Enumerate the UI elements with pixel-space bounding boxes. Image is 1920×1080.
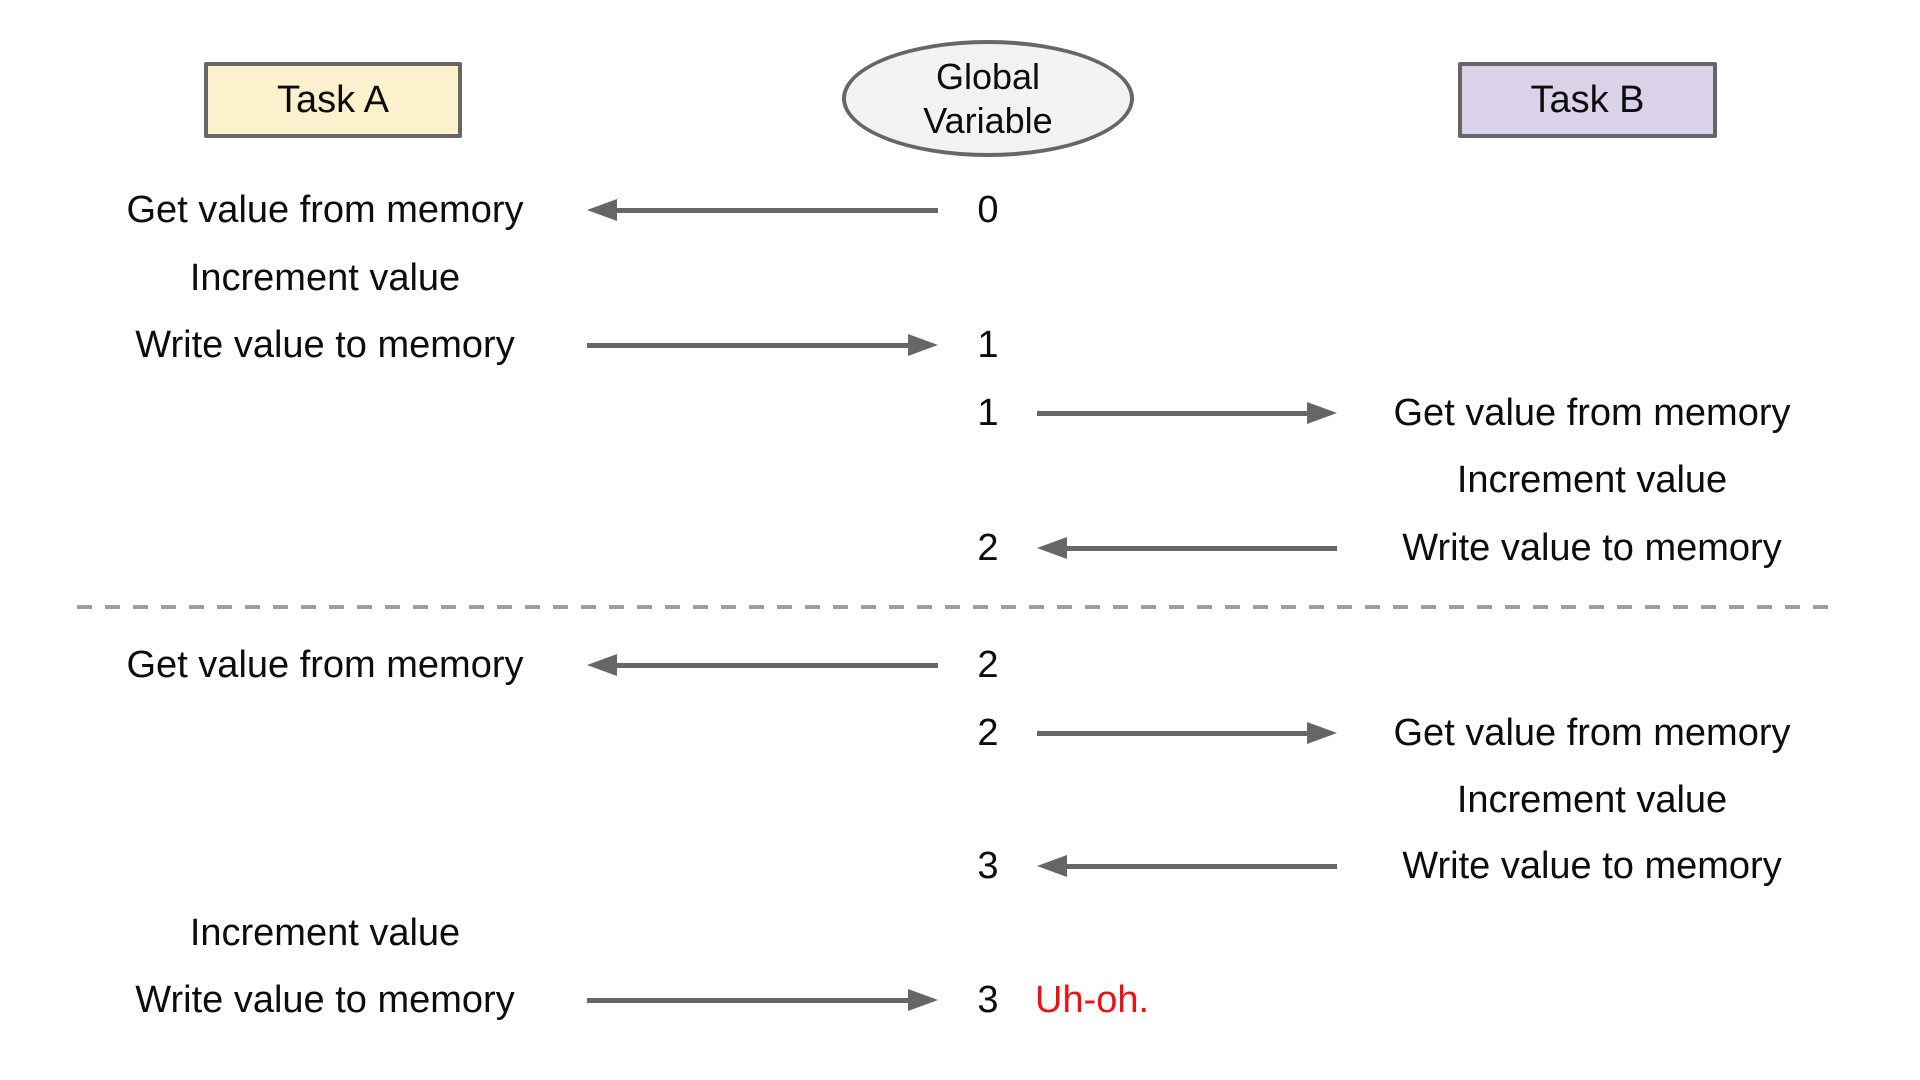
step-row: Get value from memory 0 [0, 190, 1920, 230]
task-b-step-label: Increment value [1456, 459, 1728, 501]
memory-to-task-b-arrow [1037, 393, 1337, 433]
task-a-step-label: Get value from memory [126, 644, 524, 686]
task-a-step-label: Increment value [189, 257, 461, 299]
task-b-label: Task B [1530, 78, 1645, 121]
global-variable-label: Global Variable [923, 55, 1053, 141]
memory-value: 2 [977, 644, 999, 686]
arrowhead-left-icon [587, 654, 617, 676]
memory-value: 2 [977, 712, 999, 754]
memory-value: 2 [977, 527, 999, 569]
task-b-step-label: Write value to memory [1402, 527, 1782, 569]
task-a-to-memory-arrow [587, 325, 938, 365]
memory-value: 0 [977, 189, 999, 231]
task-a-step-label: Write value to memory [135, 324, 515, 366]
task-b-step-label: Get value from memory [1393, 712, 1791, 754]
step-row: Increment value [0, 258, 1920, 298]
memory-to-task-a-arrow [587, 190, 938, 230]
step-row: Write value to memory 3 Uh-oh. [0, 980, 1920, 1020]
memory-value: 3 [977, 845, 999, 887]
step-row: 1 Get value from memory [0, 393, 1920, 433]
task-a-label: Task A [277, 78, 389, 121]
step-row: Increment value [0, 780, 1920, 820]
arrowhead-left-icon [1037, 537, 1067, 559]
memory-value: 1 [977, 392, 999, 434]
arrowhead-right-icon [1307, 402, 1337, 424]
task-b-to-memory-arrow [1037, 846, 1337, 886]
step-row: Increment value [0, 913, 1920, 953]
task-a-step-label: Increment value [189, 912, 461, 954]
task-b-step-label: Increment value [1456, 779, 1728, 821]
task-a-step-label: Write value to memory [135, 979, 515, 1021]
memory-to-task-a-arrow [587, 645, 938, 685]
arrowhead-right-icon [908, 334, 938, 356]
step-row: Get value from memory 2 [0, 645, 1920, 685]
memory-value: 3 [977, 979, 999, 1021]
step-row: 2 Get value from memory [0, 713, 1920, 753]
task-b-step-label: Write value to memory [1402, 845, 1782, 887]
step-row: Write value to memory 1 [0, 325, 1920, 365]
task-b-step-label: Get value from memory [1393, 392, 1791, 434]
uh-oh-warning-text: Uh-oh. [1035, 979, 1150, 1021]
timeline-divider [77, 605, 1835, 609]
arrowhead-left-icon [1037, 855, 1067, 877]
arrowhead-left-icon [587, 199, 617, 221]
step-row: Increment value [0, 460, 1920, 500]
task-a-step-label: Get value from memory [126, 189, 524, 231]
task-b-to-memory-arrow [1037, 528, 1337, 568]
arrowhead-right-icon [1307, 722, 1337, 744]
task-a-to-memory-arrow [587, 980, 938, 1020]
memory-to-task-b-arrow [1037, 713, 1337, 753]
global-variable-node: Global Variable [842, 40, 1134, 157]
step-row: 2 Write value to memory [0, 528, 1920, 568]
task-b-node: Task B [1458, 62, 1717, 138]
task-a-node: Task A [204, 62, 462, 138]
step-row: 3 Write value to memory [0, 846, 1920, 886]
memory-value: 1 [977, 324, 999, 366]
arrowhead-right-icon [908, 989, 938, 1011]
